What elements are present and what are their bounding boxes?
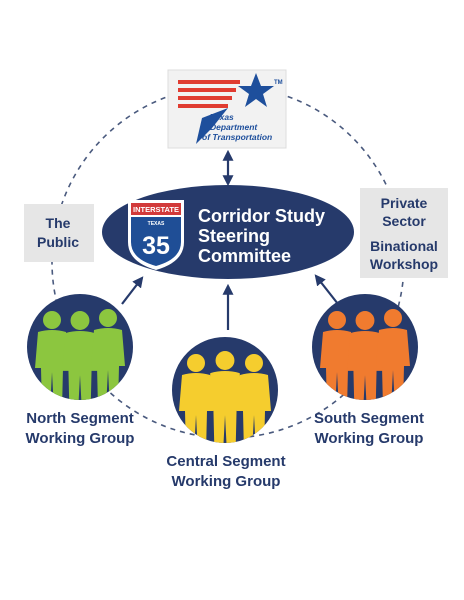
shield-interstate-label: INTERSTATE: [133, 205, 179, 214]
shield-number: 35: [142, 232, 170, 260]
txdot-line-3: of Transportation: [202, 132, 272, 142]
north-group-line-1: North Segment: [26, 410, 134, 427]
private-line-4: Workshop: [370, 256, 438, 272]
private-line-2: Sector: [382, 213, 426, 229]
private-line-3: Binational: [370, 238, 438, 254]
txdot-logo: TM Texas Department of Transportation: [167, 69, 287, 149]
shield-state-label: TEXAS: [148, 221, 165, 227]
steering-committee: INTERSTATE TEXAS 35 Corridor Study Steer…: [102, 185, 354, 279]
interstate-35-shield-icon: INTERSTATE TEXAS 35: [128, 200, 184, 270]
public-line-1: The: [46, 215, 71, 231]
south-to-committee-arrow: [314, 274, 339, 305]
txdot-trademark: TM: [274, 80, 283, 86]
private-line-1: Private: [381, 195, 428, 211]
star-icon: [238, 73, 274, 107]
central-group-line-2: Working Group: [172, 473, 281, 490]
central-group-icon: [172, 337, 278, 443]
committee-line-1: Corridor Study: [198, 206, 325, 226]
south-group-line-1: South Segment: [314, 410, 424, 427]
private-sector-box: Private Sector Binational Workshop: [360, 188, 448, 278]
north-group-icon: [27, 294, 133, 400]
north-group-line-2: Working Group: [26, 430, 135, 447]
central-group-line-1: Central Segment: [166, 453, 285, 470]
committee-line-3: Committee: [198, 246, 291, 266]
committee-line-2: Steering: [198, 226, 270, 246]
txdot-line-2: Department: [210, 122, 258, 132]
public-line-2: Public: [37, 234, 79, 250]
txdot-line-1: Texas: [210, 112, 234, 122]
south-group-icon: [312, 294, 418, 400]
txdot-flag-icon: [178, 73, 274, 144]
public-box: The Public: [24, 204, 94, 262]
north-to-committee-arrow: [121, 276, 144, 305]
south-group-line-2: Working Group: [315, 430, 424, 447]
